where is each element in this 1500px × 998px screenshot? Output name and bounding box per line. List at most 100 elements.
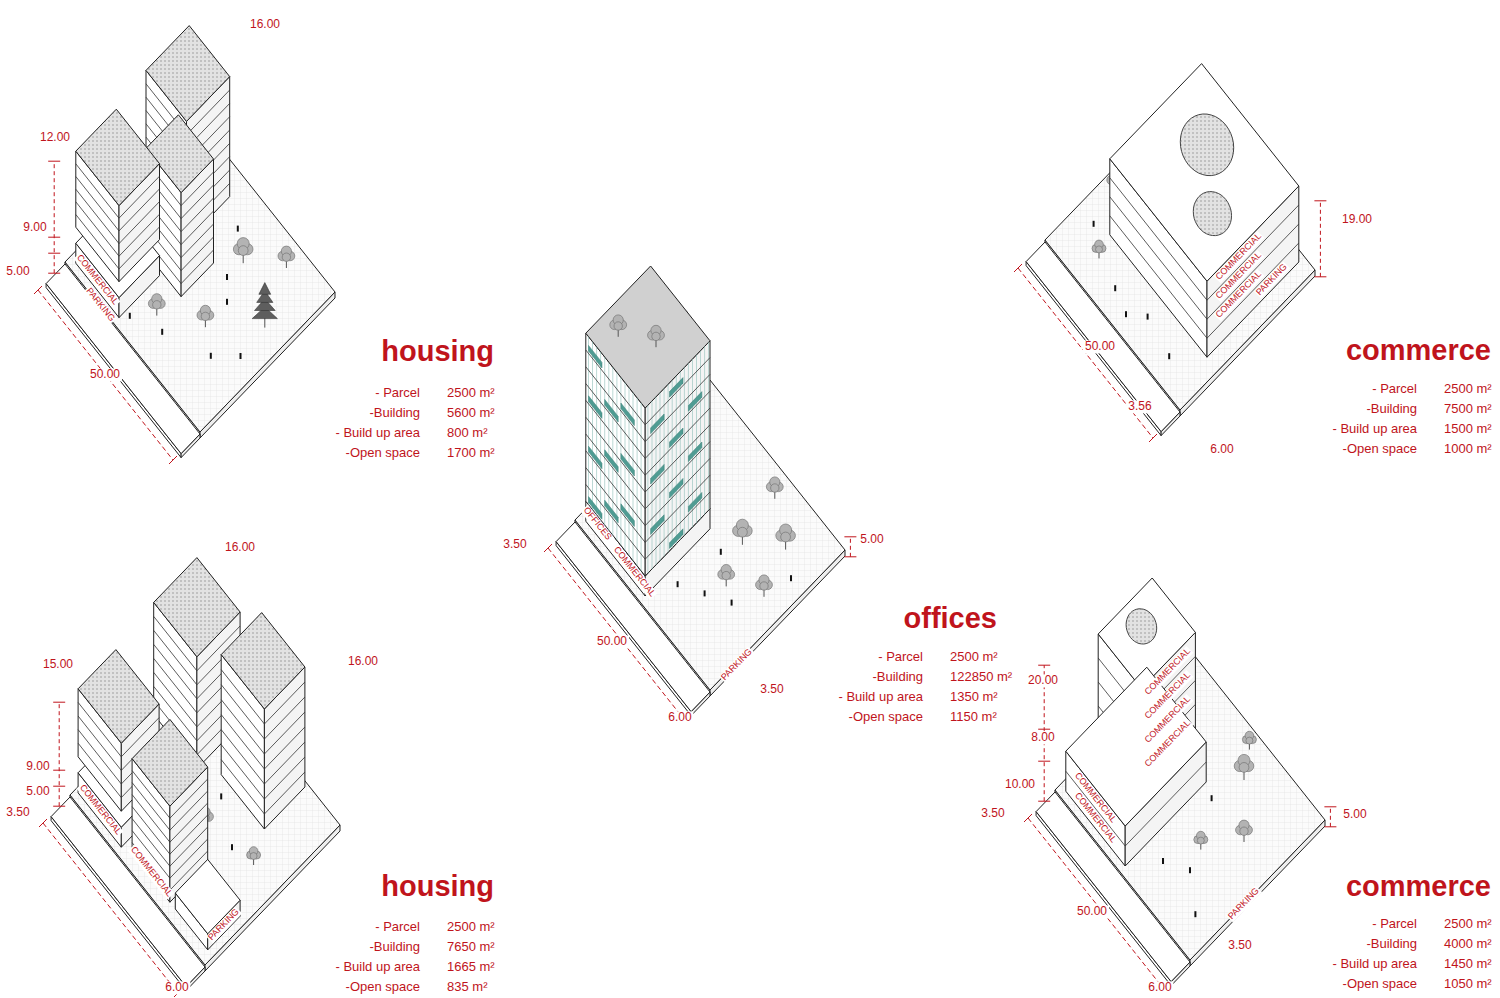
dimension-line: [1330, 807, 1331, 827]
dimension-label: 5.00: [858, 533, 885, 546]
floor-line: [154, 616, 197, 670]
stat-value: 835 m²: [447, 980, 487, 994]
floor-line: [76, 189, 119, 243]
floor-line: [586, 350, 645, 425]
person-figure: [240, 353, 242, 359]
facade-label: COMMERCIAL: [77, 782, 124, 837]
stat-value: 2500 m²: [1444, 917, 1492, 931]
person-figure: [231, 844, 233, 850]
floor-line: [586, 434, 645, 509]
person-figure: [1125, 311, 1127, 317]
dimension-label: 12.00: [38, 131, 72, 144]
floor-line: [154, 644, 197, 698]
program-title: housing: [381, 871, 494, 903]
stat-value: 2500 m²: [1444, 382, 1492, 396]
tree-canopy: [282, 253, 290, 261]
person-figure: [1162, 858, 1164, 864]
dimension-label: 3.50: [758, 683, 785, 696]
dimension-label: 50.00: [1075, 905, 1109, 918]
person-figure: [677, 581, 679, 587]
floor-line: [170, 827, 208, 866]
stat-value: 7650 m²: [447, 940, 495, 954]
stat-value: 1350 m²: [950, 690, 998, 704]
floor-line: [645, 492, 710, 559]
dimension-label: 3.56: [1126, 400, 1153, 413]
floor-line: [170, 803, 208, 842]
dimension-label: 5.00: [24, 785, 51, 798]
stat-label: -Open space: [1343, 442, 1417, 456]
dimension-line: [54, 161, 55, 273]
roof-face: [78, 650, 159, 744]
floor-line: [221, 760, 264, 814]
dimension-label: 15.00: [41, 658, 75, 671]
dimension-tick: [48, 237, 60, 238]
floor-line: [170, 815, 208, 854]
program-title: commerce: [1346, 335, 1491, 367]
floor-line: [645, 408, 710, 475]
floor-line: [264, 682, 305, 724]
floor-line: [170, 779, 208, 818]
person-figure: [1168, 353, 1170, 359]
floor-line: [154, 630, 197, 684]
stat-value: 1050 m²: [1444, 977, 1492, 991]
floor-line: [645, 425, 710, 492]
stat-label: -Building: [1366, 937, 1417, 951]
floor-line: [76, 164, 119, 218]
tree-canopy: [1240, 827, 1248, 835]
dimension-tick: [48, 161, 60, 162]
dimension-tick: [169, 456, 177, 464]
planter: [621, 504, 635, 527]
dimension-tick: [48, 273, 60, 274]
facade-label: PARKING: [1226, 886, 1262, 923]
planter: [621, 403, 635, 426]
tree-canopy: [652, 332, 660, 340]
dimension-label: 3.50: [4, 806, 31, 819]
dimension-label: 3.50: [501, 538, 528, 551]
stat-label: - Build up area: [838, 690, 923, 704]
stat-value: 1000 m²: [1444, 442, 1492, 456]
dimension-tick: [1314, 276, 1326, 277]
floor-line: [78, 702, 121, 756]
stat-label: - Build up area: [1332, 422, 1417, 436]
stat-value: 4000 m²: [1444, 937, 1492, 951]
stat-value: 2500 m²: [447, 920, 495, 934]
person-figure: [220, 793, 222, 799]
dimension-tick: [1038, 761, 1050, 762]
tree-canopy: [1239, 763, 1249, 773]
floor-line: [181, 250, 213, 284]
floor-line: [1125, 762, 1206, 846]
dimension-label: 3.50: [979, 807, 1006, 820]
roof-garden: [1180, 114, 1233, 176]
roof-garden: [1126, 609, 1157, 644]
dimension-label: 16.00: [223, 541, 257, 554]
facade-label: PARKING: [719, 647, 755, 684]
tree-canopy: [781, 532, 791, 542]
floor-line: [1110, 216, 1207, 338]
floor-line: [586, 384, 645, 459]
floor-line: [181, 198, 213, 232]
tree-canopy: [760, 582, 768, 590]
dimension-tick: [53, 786, 65, 787]
facade-label: PARKING: [206, 907, 242, 944]
dimension-label: 6.00: [666, 711, 693, 724]
stat-label: -Open space: [1343, 977, 1417, 991]
floor-line: [154, 658, 197, 712]
stat-value: 1150 m²: [950, 710, 997, 724]
facade-label: COMMERCIAL: [128, 844, 175, 899]
person-figure: [1211, 795, 1213, 801]
floor-line: [119, 227, 160, 269]
stat-value: 2500 m²: [950, 650, 998, 664]
planter: [589, 446, 603, 469]
floor-line: [221, 670, 264, 724]
person-figure: [704, 590, 706, 596]
floor-line: [221, 730, 264, 784]
facade-label: OFFICES: [580, 505, 613, 543]
dimension-line: [1018, 268, 1153, 438]
floor-line: [132, 795, 170, 843]
dimension-tick: [1149, 434, 1157, 442]
roof-face: [154, 558, 240, 657]
floor-line: [586, 417, 645, 492]
stat-value: 1665 m²: [447, 960, 495, 974]
facade-label: COMMERCIAL: [611, 544, 658, 599]
roof-face: [1110, 64, 1299, 282]
